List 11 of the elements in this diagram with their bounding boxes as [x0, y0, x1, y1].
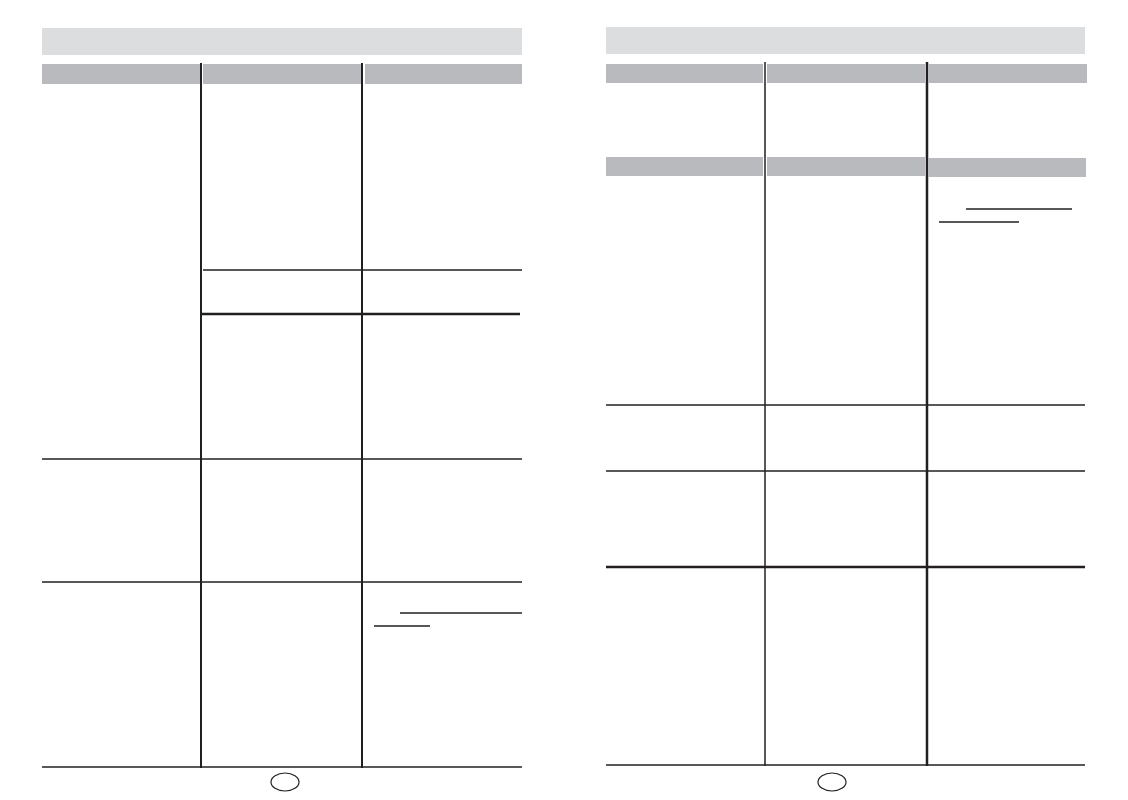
column-header-bar	[203, 64, 361, 84]
column-header-bar	[42, 64, 200, 84]
column-header-bar	[606, 64, 763, 83]
title-bar	[606, 27, 1085, 54]
column-header-bar	[928, 158, 1086, 177]
column-header-bar	[928, 64, 1087, 83]
column-header-bar	[606, 157, 763, 176]
column-header-bar	[767, 64, 925, 83]
column-header-bar	[767, 157, 925, 176]
title-bar	[42, 28, 522, 55]
column-header-bar	[365, 64, 522, 84]
